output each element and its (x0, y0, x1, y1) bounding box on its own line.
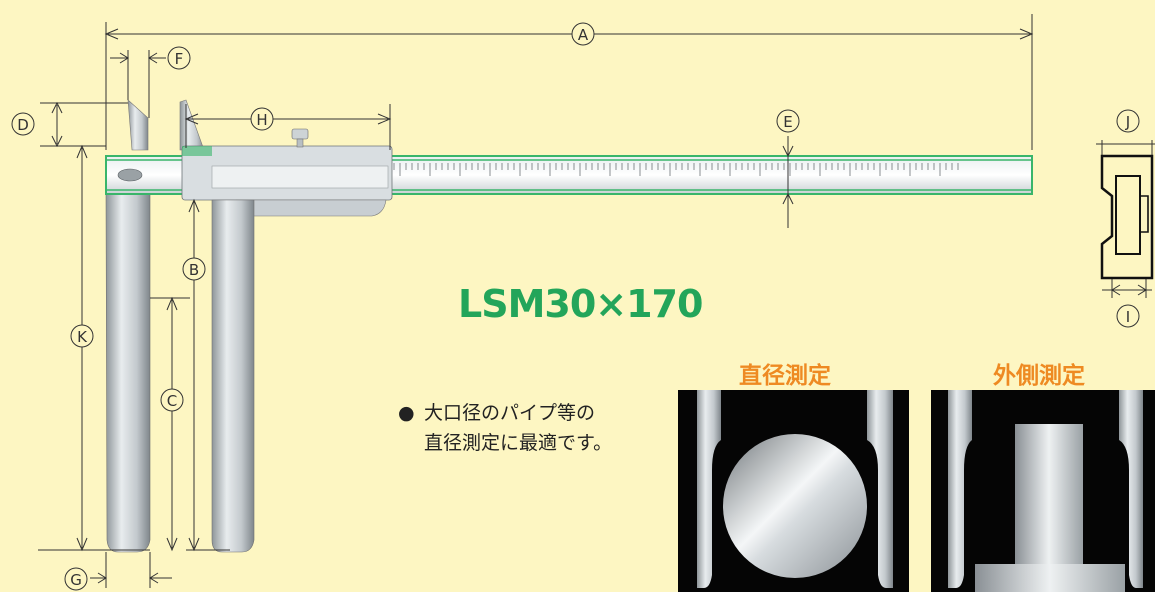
feature-description: ● 大口径のパイプ等の 直径測定に最適です。 (398, 398, 612, 458)
model-number: LSM30×170 (458, 282, 703, 326)
dimension-lines (38, 14, 1155, 588)
dimension-letter-circles (11, 22, 1140, 591)
label-d: D (17, 116, 29, 134)
thumb-screw (291, 128, 309, 148)
brand-logo (117, 168, 143, 182)
label-e: E (783, 113, 792, 131)
label-j: J (1125, 113, 1130, 131)
label-f: F (175, 50, 184, 68)
caliper-illustration (105, 99, 1033, 553)
label-a: A (578, 26, 589, 44)
bullet-icon: ● (398, 402, 415, 424)
label-k: K (77, 328, 88, 346)
feature-line-1: 大口径のパイプ等の (424, 402, 596, 424)
label-i: I (1126, 308, 1130, 326)
label-c: C (167, 392, 177, 410)
photo-title-outside: 外側測定 (993, 363, 1085, 389)
fixed-lower-jaw (105, 193, 151, 553)
label-h: H (256, 111, 267, 129)
label-g: G (70, 571, 82, 589)
label-b: B (189, 261, 199, 279)
photo-outside-measurement (931, 390, 1155, 592)
beam-cross-section (1100, 154, 1154, 280)
sliding-lower-jaw (211, 199, 255, 553)
photo-diameter-measurement (678, 390, 909, 592)
sliding-upper-jaw (179, 99, 205, 151)
fixed-upper-jaw (127, 99, 149, 151)
feature-line-2: 直径測定に最適です。 (424, 432, 613, 454)
vernier-scale (211, 165, 389, 189)
photo-title-diameter: 直径測定 (739, 363, 831, 389)
